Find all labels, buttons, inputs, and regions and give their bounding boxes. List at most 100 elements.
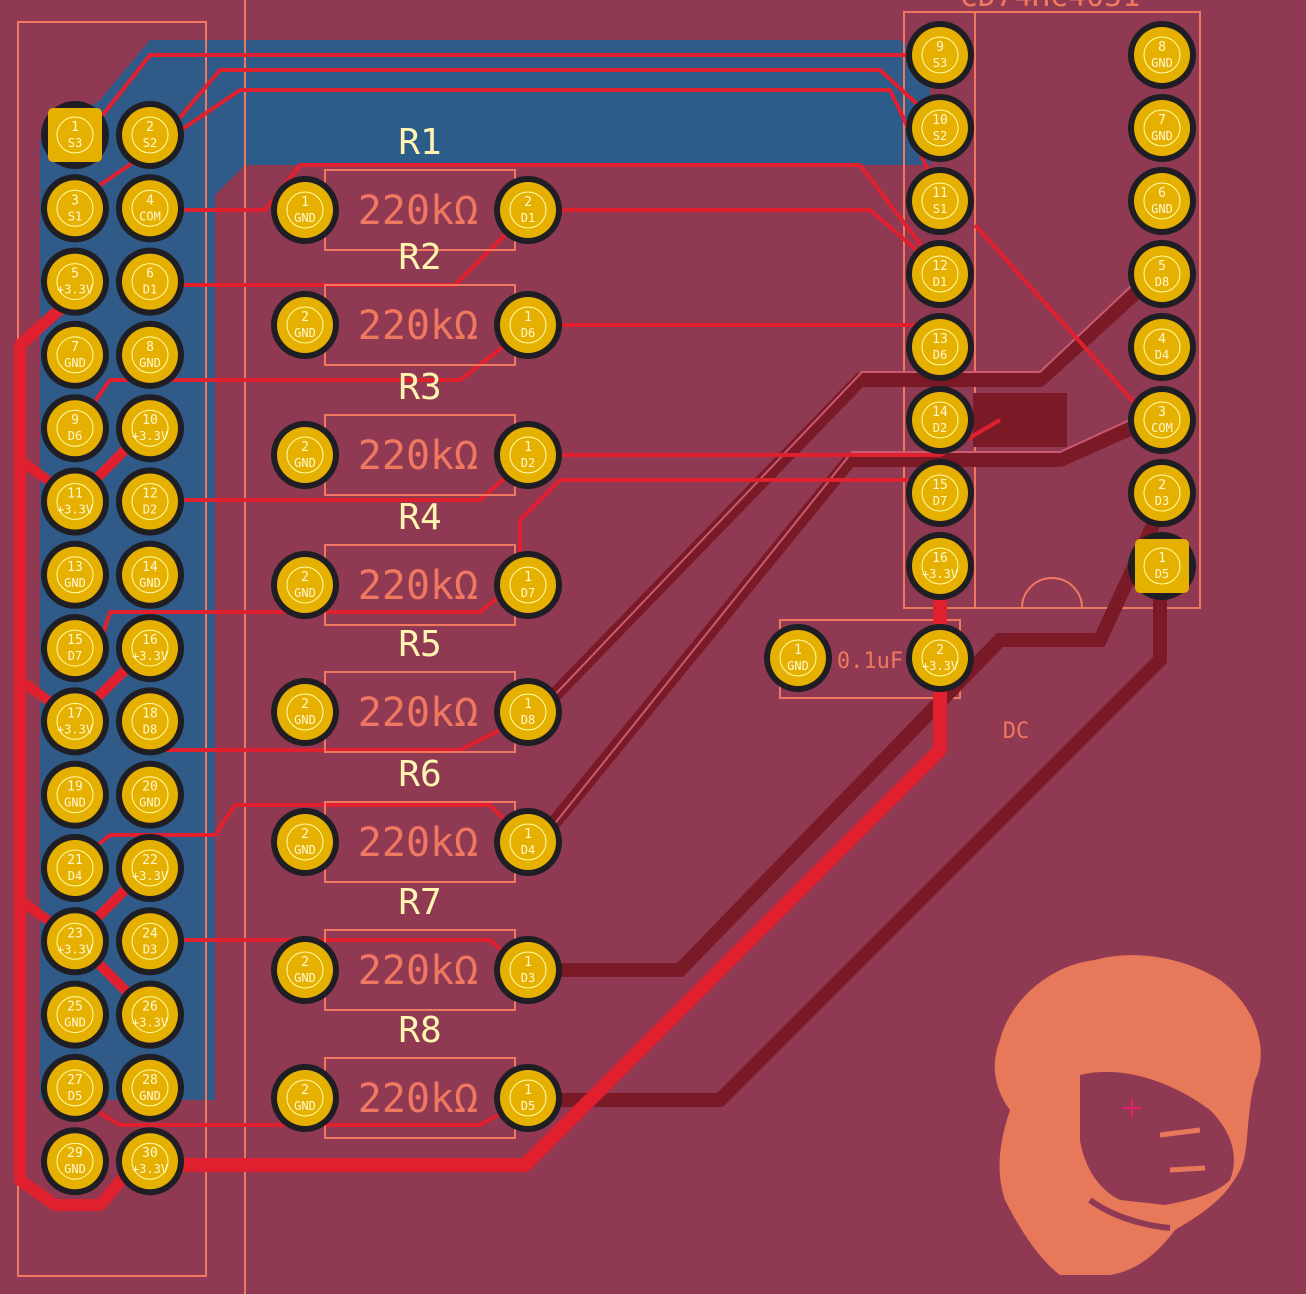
header-pin: 11+3.3V <box>41 467 109 536</box>
pad-outline <box>509 951 547 989</box>
pad-outline <box>131 116 169 154</box>
resistor-ref: R3 <box>398 367 441 408</box>
pad-net: D7 <box>521 586 535 600</box>
pad-number: 22 <box>142 853 158 868</box>
pad-ring <box>1134 246 1190 302</box>
pad-ring <box>47 913 103 970</box>
pad-net: D6 <box>68 429 82 443</box>
resistor-value: 220kΩ <box>358 563 478 609</box>
pad-net: D8 <box>143 722 157 736</box>
pad-net: GND <box>294 586 316 600</box>
pad-ring <box>122 693 178 750</box>
pad-net: S3 <box>68 136 82 150</box>
pad-outline <box>56 336 94 374</box>
resistor-pad-right: 1D4 <box>494 808 562 876</box>
pad-net: +3.3V <box>57 722 93 736</box>
pad-outline <box>56 189 94 227</box>
pad-net: GND <box>294 211 316 225</box>
pad-number: 2 <box>301 1083 309 1098</box>
pad-outline <box>56 116 94 154</box>
pad-ring <box>1134 100 1190 156</box>
pad-outline <box>286 566 324 604</box>
pad-number: 1 <box>794 643 802 658</box>
header-pin: 3S1 <box>41 174 109 243</box>
pad-ring <box>770 630 826 686</box>
pad-net: GND <box>64 1162 86 1176</box>
pad-number: 1 <box>524 310 532 325</box>
resistor-ref: R5 <box>398 624 441 665</box>
pad-outline <box>286 1079 324 1117</box>
pad-ring <box>122 913 178 970</box>
pad-number: 15 <box>932 478 948 493</box>
pad-number: 5 <box>71 267 79 282</box>
center-marker <box>1122 1098 1142 1118</box>
pad-net: +3.3V <box>132 1162 168 1176</box>
pad-ring <box>47 986 103 1043</box>
pad-outline <box>56 483 94 520</box>
pad-number: 1 <box>524 955 532 970</box>
pad-number: 25 <box>67 1000 83 1015</box>
pad-ring <box>912 246 968 302</box>
pad-ring <box>47 1059 103 1116</box>
resistor-value: 220kΩ <box>358 948 478 994</box>
pad-net: D2 <box>521 456 535 470</box>
pad-outline <box>1143 401 1181 439</box>
pad-outline <box>131 556 169 594</box>
pad-net: D4 <box>521 843 535 857</box>
pad-number: 10 <box>142 413 158 428</box>
pad-number: 24 <box>142 926 158 941</box>
pad-outline <box>921 255 959 293</box>
pad-number: 1 <box>524 697 532 712</box>
resistor-pad-right: 1D5 <box>494 1064 562 1132</box>
pad-net: +3.3V <box>922 567 958 581</box>
pad-number: 2 <box>524 195 532 210</box>
pad-outline <box>286 306 324 344</box>
pad-number: 13 <box>67 560 83 575</box>
pad-number: 5 <box>1158 259 1166 274</box>
pad-number: 12 <box>932 259 948 274</box>
pad-ring <box>912 27 968 83</box>
pad-net: D3 <box>521 971 535 985</box>
pad-number: 14 <box>142 560 158 575</box>
pad-net: GND <box>139 356 161 370</box>
pad-ring <box>1134 392 1190 448</box>
pad-outline <box>1143 109 1181 147</box>
resistor-ref: R6 <box>398 754 441 795</box>
pad-outline <box>286 823 324 861</box>
pad-net: D5 <box>68 1089 82 1103</box>
ic-pin-right: 2D3 <box>1128 459 1196 527</box>
pad-ring <box>122 400 178 457</box>
pad-outline <box>131 336 169 374</box>
pad-net: D1 <box>143 283 157 297</box>
pad-ring <box>1134 465 1190 521</box>
pad-outline <box>1143 255 1181 293</box>
pad-number: 16 <box>142 633 158 648</box>
pad-ring <box>277 427 333 483</box>
pad-net: GND <box>139 1089 161 1103</box>
header-pin: 1S3 <box>41 101 109 169</box>
pad-net: S1 <box>933 202 947 216</box>
pad-net: GND <box>1151 129 1173 143</box>
pad-ring <box>122 180 178 237</box>
pad-ring <box>277 942 333 998</box>
pad-number: 20 <box>142 780 158 795</box>
pad-outline <box>56 629 94 667</box>
pad-outline <box>1143 36 1181 74</box>
pad-ring <box>47 840 103 896</box>
ic-pin-left: 9S3 <box>906 21 974 89</box>
pad-net: GND <box>294 326 316 340</box>
pad-square <box>48 108 102 162</box>
pad-net: D4 <box>68 869 82 883</box>
pad-net: D7 <box>933 494 947 508</box>
ic-reference: CD74HC4051 <box>960 0 1141 14</box>
pad-outline <box>131 263 169 301</box>
pad-outline <box>509 823 547 861</box>
pad-number: 2 <box>301 697 309 712</box>
